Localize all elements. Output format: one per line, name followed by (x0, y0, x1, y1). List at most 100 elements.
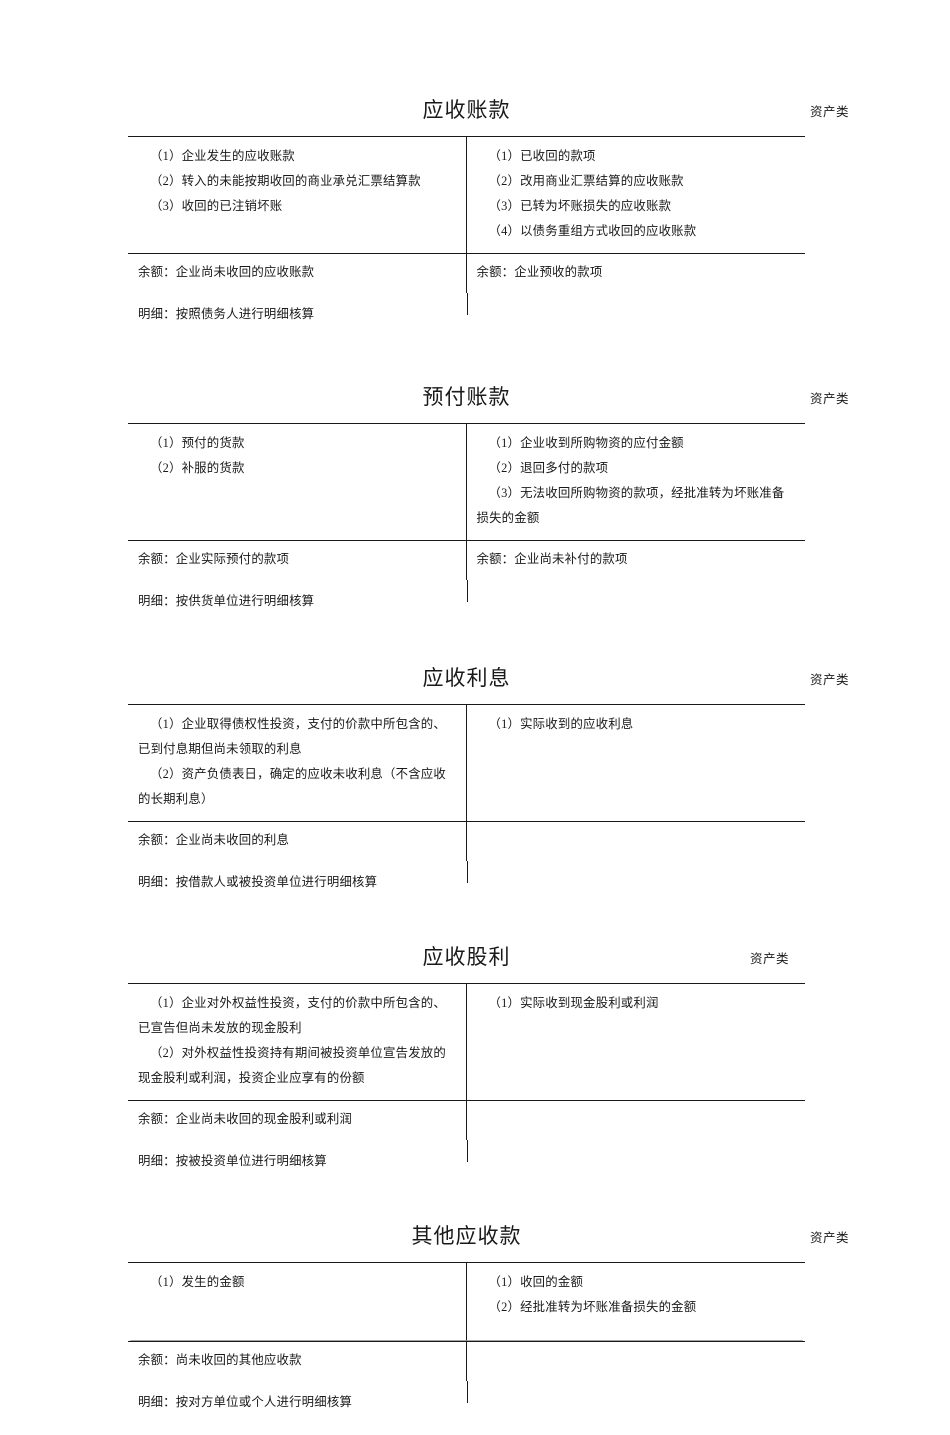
debit-column: （1）预付的货款 （2）补服的货款 (128, 424, 467, 540)
column-divider-stub (466, 861, 468, 883)
debit-entry: （1）企业发生的应收账款 (150, 149, 295, 163)
credit-entry: （3）无法收回所购物资的款项，经批准转为坏账准备损失的金额 (476, 486, 785, 525)
detail-row: 明细：按被投资单位进行明细核算 (128, 1140, 805, 1178)
debit-entry: （2）转入的未能按期收回的商业承兑汇票结算款 (150, 174, 421, 188)
account-block-应收利息: 应收利息 资产类 （1）企业取得债权性投资，支付的价款中所包含的、已到付息期但尚… (128, 658, 849, 899)
balance-row: 余额：尚未收回的其他应收款 (128, 1341, 806, 1403)
block-gap (0, 1178, 950, 1216)
t-account-table: （1）企业对外权益性投资，支付的价款中所包含的、已宣告但尚未发放的现金股利 （2… (128, 983, 805, 1178)
account-category-label: 资产类 (810, 105, 850, 119)
detail-text: 明细：按被投资单位进行明细核算 (138, 1154, 327, 1168)
debit-entry: （2）资产负债表日，确定的应收未收利息（不含应收的长期利息） (138, 767, 446, 806)
credit-entry: （3）已转为坏账损失的应收账款 (488, 199, 672, 213)
debit-entry: （2）补服的货款 (150, 461, 245, 475)
credit-entry: （2）改用商业汇票结算的应收账款 (488, 174, 684, 188)
debit-entry: （3）收回的已注销坏账 (150, 199, 283, 213)
t-account-table: （1）发生的金额 （1）收回的金额 （2）经批准转为坏账准备损失的金额 余额：尚… (128, 1262, 805, 1419)
block-gap (0, 899, 950, 937)
detail-row: 明细：按照债务人进行明细核算 (128, 293, 805, 331)
debit-column: （1）发生的金额 (128, 1263, 467, 1341)
entries-row: （1）企业取得债权性投资，支付的价款中所包含的、已到付息期但尚未领取的利息 （2… (128, 705, 805, 821)
detail-row: 明细：按供货单位进行明细核算 (128, 580, 805, 618)
entries-row: （1）预付的货款 （2）补服的货款 （1）企业收到所购物资的应付金额 （2）退回… (128, 424, 805, 540)
balance-debit-cell: 余额：企业实际预付的款项 (128, 541, 467, 580)
balance-debit-cell: 余额：尚未收回的其他应收款 (128, 1342, 467, 1381)
account-header: 其他应收款 资产类 (128, 1216, 849, 1262)
balance-row: 余额：企业实际预付的款项 余额：企业尚未补付的款项 (128, 540, 806, 602)
account-category-label: 资产类 (810, 673, 850, 687)
account-title: 其他应收款 (411, 1224, 522, 1248)
credit-entry: （2）经批准转为坏账准备损失的金额 (488, 1300, 697, 1314)
balance-credit-cell (467, 822, 806, 861)
detail-row: 明细：按借款人或被投资单位进行明细核算 (128, 861, 805, 899)
debit-entry: （2）对外权益性投资持有期间被投资单位宣告发放的现金股利或利润，投资企业应享有的… (138, 1046, 446, 1085)
credit-entry: （4）以债务重组方式收回的应收账款 (488, 224, 697, 238)
column-divider-stub (466, 1381, 468, 1403)
balance-debit-text: 余额：企业实际预付的款项 (138, 552, 290, 566)
credit-entry: （1）已收回的款项 (488, 149, 596, 163)
credit-entry: （1）企业收到所购物资的应付金额 (488, 436, 684, 450)
detail-text: 明细：按照债务人进行明细核算 (138, 307, 315, 321)
column-divider-stub (466, 1140, 468, 1162)
balance-debit-cell: 余额：企业尚未收回的应收账款 (128, 254, 467, 293)
account-block-预付账款: 预付账款 资产类 （1）预付的货款 （2）补服的货款 （1）企业收到所购物资的应… (128, 377, 849, 618)
balance-debit-text: 余额：企业尚未收回的应收账款 (138, 265, 315, 279)
balance-debit-text: 余额：企业尚未收回的现金股利或利润 (138, 1112, 353, 1126)
debit-column: （1）企业对外权益性投资，支付的价款中所包含的、已宣告但尚未发放的现金股利 （2… (128, 984, 467, 1100)
entries-row: （1）企业对外权益性投资，支付的价款中所包含的、已宣告但尚未发放的现金股利 （2… (128, 984, 805, 1100)
account-block-应收股利: 应收股利 资产类 （1）企业对外权益性投资，支付的价款中所包含的、已宣告但尚未发… (128, 937, 805, 1178)
account-header: 应收账款 资产类 (128, 90, 849, 136)
balance-credit-cell: 余额：企业预收的款项 (467, 254, 806, 293)
account-title: 预付账款 (422, 385, 511, 409)
balance-row: 余额：企业尚未收回的现金股利或利润 (128, 1100, 806, 1162)
balance-row: 余额：企业尚未收回的应收账款 余额：企业预收的款项 (128, 253, 806, 315)
credit-column: （1）实际收到现金股利或利润 (467, 984, 806, 1100)
balance-row: 余额：企业尚未收回的利息 (128, 821, 806, 883)
account-category-label: 资产类 (810, 1231, 850, 1245)
entries-row: （1）发生的金额 （1）收回的金额 （2）经批准转为坏账准备损失的金额 (128, 1263, 805, 1341)
balance-debit-text: 余额：尚未收回的其他应收款 (138, 1353, 302, 1367)
balance-debit-cell: 余额：企业尚未收回的现金股利或利润 (128, 1101, 467, 1140)
balance-credit-cell (467, 1101, 806, 1140)
credit-entry: （1）实际收到的应收利息 (488, 717, 634, 731)
block-gap (0, 331, 950, 377)
t-account-table: （1）企业发生的应收账款 （2）转入的未能按期收回的商业承兑汇票结算款 （3）收… (128, 136, 805, 331)
credit-entry: （1）实际收到现金股利或利润 (488, 996, 659, 1010)
balance-debit-text: 余额：企业尚未收回的利息 (138, 833, 290, 847)
entries-row: （1）企业发生的应收账款 （2）转入的未能按期收回的商业承兑汇票结算款 （3）收… (128, 137, 805, 253)
document-page: 应收账款 资产类 （1）企业发生的应收账款 （2）转入的未能按期收回的商业承兑汇… (0, 90, 950, 1435)
t-account-table: （1）预付的货款 （2）补服的货款 （1）企业收到所购物资的应付金额 （2）退回… (128, 423, 805, 618)
account-header: 应收股利 资产类 (128, 937, 805, 983)
account-category-label: 资产类 (750, 952, 790, 966)
column-divider-stub (466, 293, 468, 315)
credit-column: （1）收回的金额 （2）经批准转为坏账准备损失的金额 (467, 1263, 806, 1341)
account-title: 应收股利 (422, 945, 511, 969)
debit-column: （1）企业发生的应收账款 （2）转入的未能按期收回的商业承兑汇票结算款 （3）收… (128, 137, 467, 253)
credit-column: （1）企业收到所购物资的应付金额 （2）退回多付的款项 （3）无法收回所购物资的… (467, 424, 806, 540)
balance-credit-text: 余额：企业尚未补付的款项 (476, 552, 628, 566)
balance-credit-cell: 余额：企业尚未补付的款项 (467, 541, 806, 580)
balance-credit-text: 余额：企业预收的款项 (476, 265, 603, 279)
detail-text: 明细：按对方单位或个人进行明细核算 (138, 1395, 353, 1409)
balance-credit-cell (467, 1342, 806, 1381)
account-header: 预付账款 资产类 (128, 377, 849, 423)
account-block-其他应收款: 其他应收款 资产类 （1）发生的金额 （1）收回的金额 （2）经批准转为坏账准备… (128, 1216, 849, 1419)
detail-text: 明细：按借款人或被投资单位进行明细核算 (138, 875, 378, 889)
credit-column: （1）已收回的款项 （2）改用商业汇票结算的应收账款 （3）已转为坏账损失的应收… (467, 137, 806, 253)
account-block-应收账款: 应收账款 资产类 （1）企业发生的应收账款 （2）转入的未能按期收回的商业承兑汇… (128, 90, 849, 331)
block-gap (0, 618, 950, 658)
debit-entry: （1）企业对外权益性投资，支付的价款中所包含的、已宣告但尚未发放的现金股利 (138, 996, 446, 1035)
debit-entry: （1）发生的金额 (150, 1275, 245, 1289)
credit-entry: （2）退回多付的款项 (488, 461, 609, 475)
debit-entry: （1）预付的货款 (150, 436, 245, 450)
column-divider-stub (466, 580, 468, 602)
account-title: 应收账款 (422, 98, 511, 122)
detail-text: 明细：按供货单位进行明细核算 (138, 594, 315, 608)
account-header: 应收利息 资产类 (128, 658, 849, 704)
balance-debit-cell: 余额：企业尚未收回的利息 (128, 822, 467, 861)
credit-column: （1）实际收到的应收利息 (467, 705, 806, 821)
credit-entry: （1）收回的金额 (488, 1275, 584, 1289)
t-account-table: （1）企业取得债权性投资，支付的价款中所包含的、已到付息期但尚未领取的利息 （2… (128, 704, 805, 899)
account-category-label: 资产类 (810, 392, 850, 406)
account-title: 应收利息 (422, 666, 511, 690)
